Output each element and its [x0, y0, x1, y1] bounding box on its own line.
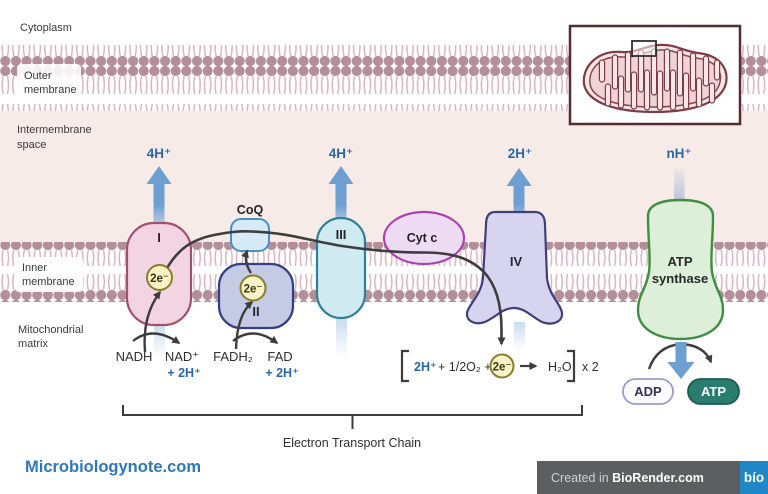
- electron-path-ii-to-coq: [241, 249, 253, 274]
- region-labels: Cytoplasm Outer membrane Intermembrane s…: [15, 22, 92, 350]
- proton-trail-complex-iv: [514, 322, 525, 350]
- etc-bracket: Electron Transport Chain: [122, 405, 583, 450]
- matrix-substrates: NADH NAD⁺ + 2H⁺ FADH₂ FAD + 2H⁺: [116, 349, 299, 380]
- complex-labels: I II CoQ III Cyt c IV ATP synthase: [157, 203, 708, 319]
- atp-synthase-shape: [636, 198, 725, 341]
- complex-iii-label: III: [336, 227, 347, 242]
- nad-protons-label: + 2H⁺: [167, 366, 200, 380]
- electron-circle-complex-ii: [239, 274, 267, 302]
- reaction-product: H₂O: [548, 360, 572, 374]
- proton-label-complex-iii: 4H⁺: [329, 146, 353, 161]
- proton-trail-complex-i: [154, 325, 165, 357]
- complex-i-label: I: [157, 230, 161, 245]
- complex-iv-label: IV: [510, 254, 523, 269]
- electron-circle-reaction: [489, 353, 515, 379]
- intermembrane-space-region: [0, 106, 768, 251]
- credit-prefix: Created in: [551, 471, 612, 485]
- intermembrane-space-label-2: space: [17, 139, 46, 151]
- proton-label-complex-i: 4H⁺: [147, 146, 171, 161]
- biorender-credit-bar: Created in BioRender.com bío: [537, 461, 768, 494]
- electron-circle-complex-i: [146, 264, 173, 291]
- inner-membrane-label-2: membrane: [22, 276, 75, 288]
- mitochondrial-matrix-label-1: Mitochondrial: [18, 324, 83, 336]
- coq-shape: [230, 218, 270, 252]
- proton-trail-complex-iii: [336, 318, 347, 358]
- bracket-line: [122, 405, 583, 429]
- adp-label: ADP: [634, 384, 662, 399]
- credit-text: Created in BioRender.com: [551, 471, 704, 485]
- mitochondrial-matrix-label-2: matrix: [18, 338, 48, 350]
- proton-flow-atp-synthase: [674, 168, 685, 202]
- electron-pair-circles: 2e⁻ 2e⁻: [146, 264, 267, 302]
- nadh-label: NADH: [116, 349, 153, 364]
- water-reaction: 2H⁺ + 1/2O₂ + 2e⁻ H₂O x 2: [400, 349, 599, 383]
- etc-label: Electron Transport Chain: [283, 436, 421, 450]
- proton-label-atp-synthase: nH⁺: [666, 146, 691, 161]
- reaction-oxygen: + 1/2O₂ +: [438, 360, 492, 374]
- reaction-electrons: 2e⁻: [493, 362, 512, 374]
- reaction-protons: 2H⁺: [414, 360, 437, 374]
- reaction-multiplier: x 2: [582, 360, 599, 374]
- proton-labels: 4H⁺ 4H⁺ 2H⁺ nH⁺: [147, 146, 692, 161]
- complex-iv-shape: [465, 210, 564, 325]
- proton-arrow-complex-i: [146, 166, 172, 231]
- inset-zoom-highlight: [631, 40, 657, 57]
- atp-synthase-label-1: ATP: [667, 254, 692, 269]
- outer-membrane-label-plaque: [17, 64, 81, 100]
- biorender-logo-icon: bío: [744, 470, 764, 485]
- electron-path-main: [165, 230, 506, 346]
- intermembrane-space-label-1: Intermembrane: [17, 124, 92, 136]
- inner-membrane-label-plaque: [15, 257, 83, 292]
- atp-label: ATP: [701, 384, 726, 399]
- coq-label: CoQ: [237, 203, 264, 217]
- arrow-nadh-to-complex-i: [143, 290, 161, 353]
- proton-arrows: [146, 166, 685, 358]
- atp-pill: [687, 378, 740, 405]
- credit-bar-bg: [537, 461, 740, 494]
- inner-membrane-label-1: Inner: [22, 262, 47, 274]
- proton-label-complex-iv: 2H⁺: [508, 146, 532, 161]
- atp-synthase-label-2: synthase: [652, 271, 708, 286]
- arrow-fadh2-to-fad: [232, 332, 279, 344]
- arrow-fadh2-to-complex-ii: [234, 301, 254, 350]
- complex-ii-label: II: [252, 304, 259, 319]
- proton-arrow-complex-iv: [506, 168, 532, 228]
- proton-arrow-complex-iii: [328, 166, 354, 231]
- proton-arrow-into-matrix: [667, 342, 695, 379]
- reaction-bracket-left: [400, 349, 409, 383]
- arrow-nadh-to-nad: [132, 332, 181, 344]
- mitochondrion-inset: [568, 24, 742, 126]
- electron-paths: [132, 230, 713, 370]
- adp-pill: [622, 378, 674, 405]
- cytoplasm-label: Cytoplasm: [20, 22, 72, 34]
- site-watermark: Microbiologynote.com: [25, 458, 201, 476]
- mitochondrion-cristae: [598, 48, 721, 111]
- fadh2-label: FADH₂: [213, 349, 253, 364]
- electron-pair-label: 2e⁻: [150, 273, 169, 285]
- nucleotide-pills: ADP ATP: [622, 378, 740, 405]
- biorender-logo-bg: [740, 461, 768, 494]
- outer-membrane-label-2: membrane: [24, 84, 77, 96]
- cyt-c-label: Cyt c: [407, 231, 438, 245]
- reaction-bracket-right: [567, 349, 576, 383]
- credit-brand: BioRender.com: [612, 471, 704, 485]
- nad-label: NAD⁺: [165, 349, 199, 364]
- electron-pair-label: 2e⁻: [244, 284, 263, 296]
- fad-protons-label: + 2H⁺: [265, 366, 298, 380]
- outer-membrane-label-1: Outer: [24, 70, 52, 82]
- fad-label: FAD: [267, 349, 292, 364]
